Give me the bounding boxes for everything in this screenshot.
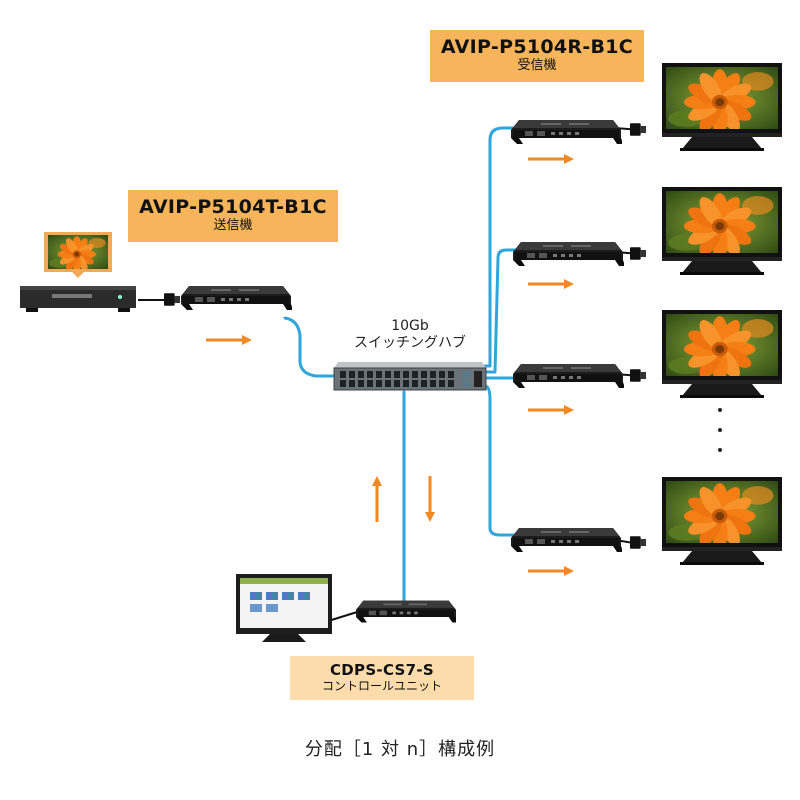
tv-monitor-icon — [662, 477, 782, 565]
signal-arrows — [206, 154, 574, 576]
hdmi-connector-icon — [164, 293, 180, 306]
network-switch-icon — [333, 362, 487, 391]
diagram-caption: 分配［1 対 n］構成例 — [304, 739, 496, 760]
switch-name: スイッチングハブ — [354, 335, 466, 351]
controller-role: コントロールユニット — [321, 679, 442, 693]
cable-switch-controller — [402, 390, 416, 607]
cable-switch-receiver-4 — [483, 384, 516, 537]
tv-monitor-icon — [662, 310, 782, 398]
controller-model: CDPS-CS7-S — [329, 661, 435, 679]
arrow-right-icon — [206, 335, 252, 345]
arrow-down-icon — [425, 476, 435, 522]
continuation-dot — [718, 448, 722, 452]
switch-label: 10Gb スイッチングハブ — [330, 318, 490, 352]
receiver-device-icon — [511, 120, 622, 144]
continuation-dot — [718, 408, 722, 412]
control-unit-device-icon — [356, 600, 456, 623]
tv-monitor-icon — [662, 63, 782, 151]
transmitter-role: 送信機 — [213, 218, 253, 233]
hdmi-connector-icon — [630, 123, 646, 136]
receiver-model: AVIP-P5104R-B1C — [440, 36, 634, 58]
tv-monitor-icon — [662, 187, 782, 275]
receiver-device-icon — [513, 242, 624, 266]
receiver-device-icon — [513, 364, 624, 388]
arrow-right-icon — [528, 154, 574, 164]
arrow-right-icon — [528, 279, 574, 289]
cable-switch-receiver-1 — [483, 126, 516, 368]
controller-label: CDPS-CS7-S コントロールユニット — [290, 656, 474, 700]
transmitter-device-icon — [181, 286, 292, 310]
continuation-dot — [718, 428, 722, 432]
cable-switch-receiver-2 — [483, 248, 518, 374]
arrow-right-icon — [528, 566, 574, 576]
transmitter-label: AVIP-P5104T-B1C 送信機 — [128, 190, 338, 242]
arrow-up-icon — [372, 476, 382, 522]
receiver-device-icon — [511, 528, 622, 552]
hdmi-connector-icon — [630, 247, 646, 260]
pc-monitor-icon — [236, 574, 332, 642]
receiver-role: 受信機 — [517, 58, 557, 73]
arrow-right-icon — [528, 405, 574, 415]
switch-speed: 10Gb — [391, 318, 429, 334]
hdmi-connector-icon — [630, 536, 646, 549]
hdmi-connector-icon — [630, 369, 646, 382]
cable-transmitter-switch — [283, 316, 337, 378]
blu-ray-player-icon — [20, 286, 136, 312]
receiver-label: AVIP-P5104R-B1C 受信機 — [430, 30, 644, 82]
source-image-icon — [44, 232, 112, 278]
transmitter-model: AVIP-P5104T-B1C — [139, 196, 327, 218]
